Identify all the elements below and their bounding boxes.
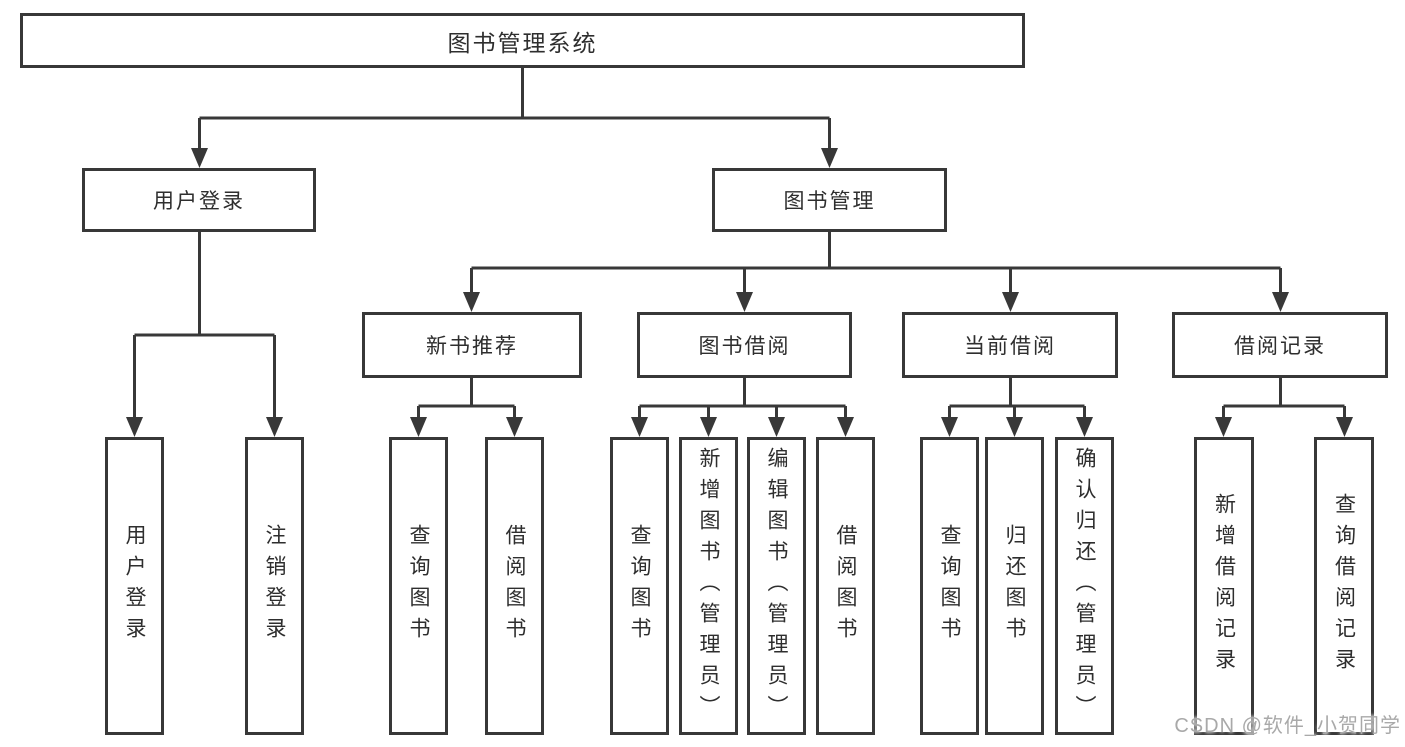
leaf-user-login: 用户登录 (105, 437, 164, 735)
node-book-management: 图书管理 (712, 168, 947, 232)
leaf-user-login-label: 用户登录 (123, 524, 146, 648)
node-new-book-recommend-label: 新书推荐 (426, 335, 518, 358)
leaf-cb-return-books: 归还图书 (985, 437, 1044, 735)
node-new-book-recommend: 新书推荐 (362, 312, 582, 378)
leaf-br-add-borrow-record: 新增借阅记录 (1194, 437, 1254, 735)
leaf-cb-query-books: 查询图书 (920, 437, 979, 735)
leaf-bb-edit-books-admin-label: 编辑图书（管理员） (765, 446, 788, 726)
leaf-bb-edit-books-admin: 编辑图书（管理员） (747, 437, 806, 735)
leaf-bb-add-books-admin: 新增图书（管理员） (679, 437, 738, 735)
leaf-nbr-borrow-books: 借阅图书 (485, 437, 544, 735)
leaf-logout-label: 注销登录 (263, 524, 286, 648)
node-book-borrowing: 图书借阅 (637, 312, 852, 378)
leaf-bb-borrow-books: 借阅图书 (816, 437, 875, 735)
leaf-cb-confirm-return-admin: 确认归还（管理员） (1055, 437, 1114, 735)
node-library-management-system: 图书管理系统 (20, 13, 1025, 68)
leaf-nbr-query-books-label: 查询图书 (407, 524, 430, 648)
leaf-bb-query-books-label: 查询图书 (628, 524, 651, 648)
leaf-br-query-borrow-record-label: 查询借阅记录 (1332, 493, 1356, 679)
node-borrowing-records: 借阅记录 (1172, 312, 1388, 378)
leaf-cb-query-books-label: 查询图书 (938, 524, 961, 648)
leaf-nbr-borrow-books-label: 借阅图书 (503, 524, 526, 648)
node-book-borrowing-label: 图书借阅 (698, 335, 791, 358)
leaf-nbr-query-books: 查询图书 (389, 437, 448, 735)
leaf-cb-confirm-return-admin-label: 确认归还（管理员） (1073, 446, 1096, 726)
leaf-logout: 注销登录 (245, 437, 304, 735)
node-user-login: 用户登录 (82, 168, 316, 232)
node-book-management-label: 图书管理 (783, 190, 876, 213)
node-user-login-label: 用户登录 (153, 190, 245, 213)
node-current-borrowing-label: 当前借阅 (964, 335, 1056, 358)
leaf-bb-borrow-books-label: 借阅图书 (834, 524, 857, 648)
leaf-bb-add-books-admin-label: 新增图书（管理员） (697, 446, 720, 726)
csdn-watermark: CSDN @软件_小贺同学 (1174, 715, 1401, 737)
leaf-br-add-borrow-record-label: 新增借阅记录 (1212, 493, 1236, 679)
node-current-borrowing: 当前借阅 (902, 312, 1118, 378)
leaf-bb-query-books: 查询图书 (610, 437, 669, 735)
leaf-br-query-borrow-record: 查询借阅记录 (1314, 437, 1374, 735)
leaf-cb-return-books-label: 归还图书 (1003, 524, 1026, 648)
node-borrowing-records-label: 借阅记录 (1234, 335, 1326, 358)
node-library-management-system-label: 图书管理系统 (447, 29, 598, 56)
